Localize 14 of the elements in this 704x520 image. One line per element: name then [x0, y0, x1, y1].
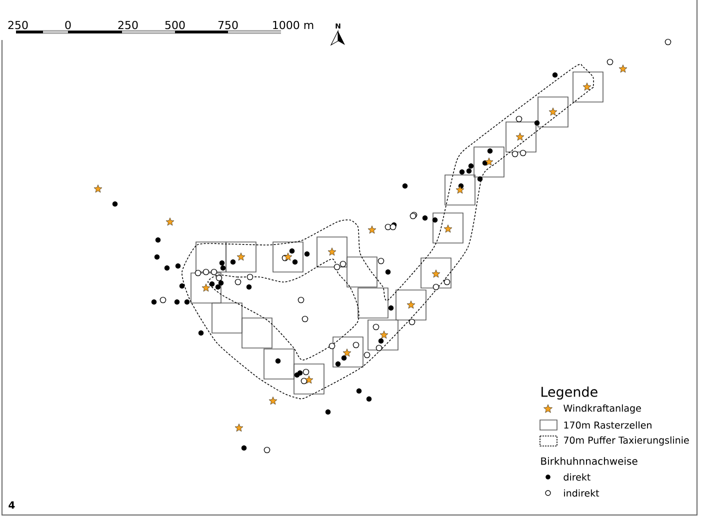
legend-label: 70m Puffer Taxierungslinie: [564, 436, 689, 446]
legend-title: Legende: [542, 386, 598, 400]
scale-label: 0: [65, 20, 71, 30]
scale-label: 750: [218, 20, 238, 30]
scale-label: 250: [8, 20, 28, 30]
scale-label: 250: [118, 20, 138, 30]
legend-label: 170m Rasterzellen: [564, 421, 652, 429]
legend-label: direkt: [564, 473, 590, 481]
legend-label: Windkraftanlage: [564, 404, 641, 414]
scale-label: 1000 m: [273, 20, 314, 30]
panel-number: 4: [8, 501, 15, 509]
scale-label: 500: [165, 20, 185, 30]
legend-label: indirekt: [564, 489, 600, 497]
legend-heading: Birkhuhnnachweise: [541, 457, 638, 465]
